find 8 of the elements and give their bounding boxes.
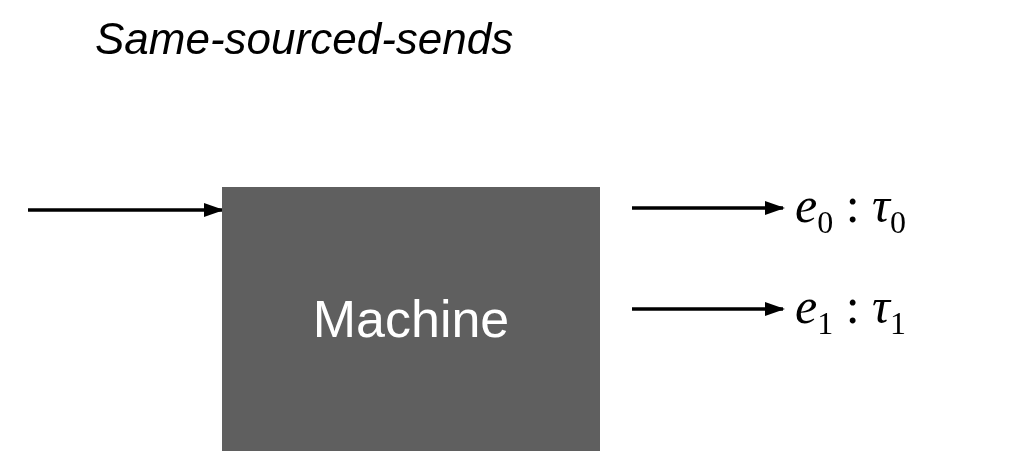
arrow	[632, 201, 785, 215]
output-label: e$_{1}$ : τ$_{1}$	[795, 276, 906, 342]
machine-box	[222, 187, 600, 451]
diagram-title: Same-sourced-sends	[95, 14, 514, 64]
arrow	[632, 302, 785, 316]
box-label: Machine	[312, 289, 510, 349]
output-label: e$_{0}$ : τ$_{0}$	[795, 175, 906, 241]
arrow	[28, 203, 224, 217]
